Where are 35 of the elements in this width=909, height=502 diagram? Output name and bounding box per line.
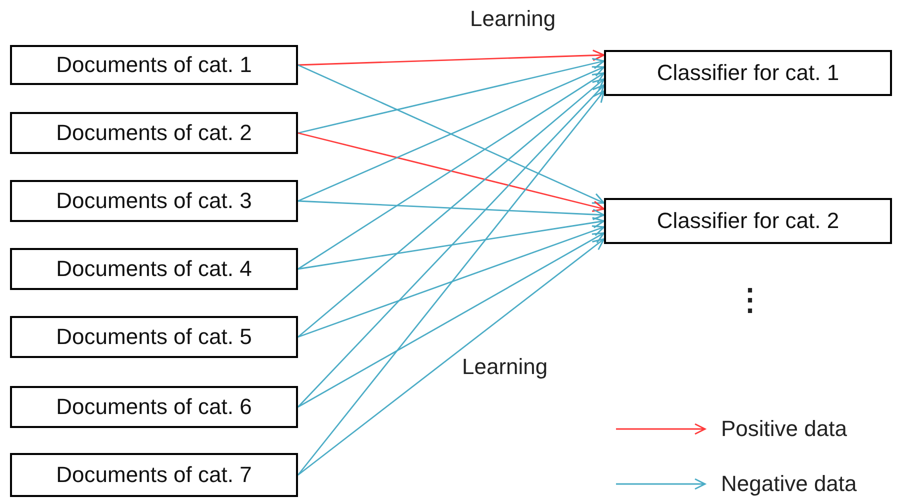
process-box — [10, 316, 298, 358]
node-label: Documents of cat. 1 — [56, 52, 252, 78]
process-box — [10, 248, 298, 290]
node-label: Documents of cat. 6 — [56, 394, 252, 420]
node-label: Documents of cat. 2 — [56, 120, 252, 146]
learning-label: Learning — [470, 6, 556, 32]
node-label: Documents of cat. 7 — [56, 462, 252, 488]
arrow — [298, 238, 605, 476]
arrow — [297, 90, 605, 476]
node-label: Classifier for cat. 1 — [656, 60, 840, 86]
process-box — [604, 198, 892, 244]
process-box — [604, 50, 892, 96]
process-box — [10, 386, 298, 428]
arrow — [298, 225, 605, 338]
node-label: Classifier for cat. 2 — [656, 208, 840, 234]
arrow — [298, 84, 605, 408]
node-label: Documents of cat. 4 — [56, 256, 252, 282]
arrow — [298, 72, 605, 270]
learning-label: Learning — [462, 354, 548, 380]
legend-label: Negative data — [721, 471, 857, 497]
node-label: Documents of cat. 5 — [56, 324, 252, 350]
legend-label: Positive data — [721, 416, 847, 442]
process-box — [10, 45, 298, 85]
ellipsis-dots: ⋮ — [735, 283, 765, 318]
process-box — [10, 453, 298, 497]
arrow — [298, 217, 605, 270]
arrow — [298, 232, 605, 408]
arrow — [298, 132, 605, 212]
node-label: Documents of cat. 3 — [56, 188, 252, 214]
process-box — [10, 112, 298, 154]
arrow — [298, 58, 605, 134]
process-box — [10, 180, 298, 222]
arrow — [298, 78, 605, 338]
arrow — [298, 200, 605, 220]
arrow — [298, 50, 605, 66]
